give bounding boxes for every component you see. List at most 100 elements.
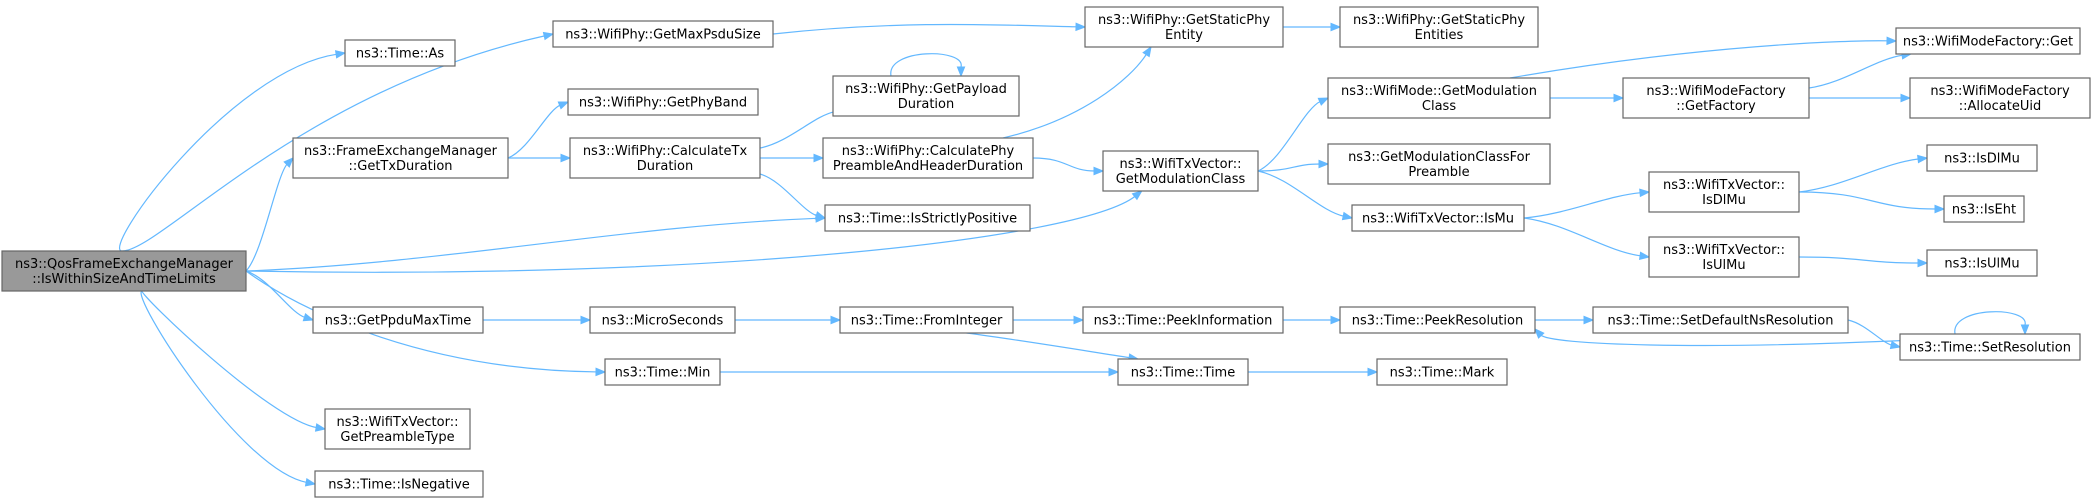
node-label: ns3::WifiPhy::GetPayload xyxy=(845,82,1007,97)
node-ppduMax[interactable]: ns3::GetPpduMaxTime xyxy=(312,306,484,334)
edge-root-to-timeMin-arrowhead xyxy=(595,367,607,377)
node-label: Duration xyxy=(898,97,954,112)
edge-root-to-timeAs xyxy=(119,53,338,252)
edge-getMaxPsdu-to-getStaticPhy xyxy=(772,23,1078,35)
node-calcPreamble[interactable]: ns3::WifiPhy::CalculatePhyPreambleAndHea… xyxy=(822,137,1034,179)
node-label: IsDlMu xyxy=(1702,193,1746,208)
node-isDlMu[interactable]: ns3::IsDlMu xyxy=(1926,144,2038,172)
node-txvIsUlMu[interactable]: ns3::WifiTxVector::IsUlMu xyxy=(1648,236,1800,278)
edge-calcTx-to-getPayload xyxy=(759,110,836,149)
node-box xyxy=(839,306,1014,334)
node-box xyxy=(1909,77,2091,119)
edge-isMu-to-txvIsUlMu xyxy=(1523,217,1642,257)
edge-root-to-fem xyxy=(245,163,288,272)
node-label: ns3::WifiPhy::GetMaxPsduSize xyxy=(565,28,761,43)
node-peekInfo[interactable]: ns3::Time::PeekInformation xyxy=(1082,306,1284,334)
node-setRes[interactable]: ns3::Time::SetResolution xyxy=(1899,333,2081,361)
node-box xyxy=(1351,204,1525,232)
node-label: ns3::Time::PeekResolution xyxy=(1352,314,1523,329)
node-preambleType[interactable]: ns3::WifiTxVector::GetPreambleType xyxy=(324,408,471,450)
node-label: ns3::Time::As xyxy=(356,47,445,62)
node-label: ns3::Time::FromInteger xyxy=(851,314,1003,329)
node-label: ns3::GetPpduMaxTime xyxy=(325,314,472,329)
edge-getPayload-to-getPayload-arrowhead xyxy=(956,66,966,78)
node-isNegative[interactable]: ns3::Time::IsNegative xyxy=(314,470,484,498)
node-box xyxy=(1339,306,1536,334)
node-root[interactable]: ns3::QosFrameExchangeManager::IsWithinSi… xyxy=(1,250,247,292)
node-timeMin[interactable]: ns3::Time::Min xyxy=(604,358,721,386)
node-timeMark[interactable]: ns3::Time::Mark xyxy=(1376,358,1508,386)
edge-calcTx-to-strictPos xyxy=(759,173,818,217)
node-box xyxy=(1895,27,2081,55)
node-box xyxy=(1082,306,1284,334)
node-micro[interactable]: ns3::MicroSeconds xyxy=(589,306,736,334)
edge-txvModClass-to-isMu xyxy=(1257,170,1345,217)
node-modeModClass[interactable]: ns3::WifiMode::GetModulationClass xyxy=(1327,77,1551,119)
node-box xyxy=(1,250,247,292)
edge-getFactory-to-allocUid-arrowhead xyxy=(1900,93,1912,103)
node-fromInt[interactable]: ns3::Time::FromInteger xyxy=(839,306,1014,334)
node-label: ns3::WifiTxVector:: xyxy=(336,415,458,430)
node-isMu[interactable]: ns3::WifiTxVector::IsMu xyxy=(1351,204,1525,232)
edge-root-to-timeAs-arrowhead xyxy=(334,50,347,59)
node-box xyxy=(1084,6,1284,48)
node-label: Entities xyxy=(1415,28,1464,43)
edge-setRes-to-peekRes-arrowhead xyxy=(1534,328,1545,339)
edge-setRes-to-setRes xyxy=(1954,311,2026,335)
node-label: ns3::MicroSeconds xyxy=(602,314,724,329)
node-txvModClass[interactable]: ns3::WifiTxVector::GetModulationClass xyxy=(1102,150,1259,192)
node-box xyxy=(822,137,1034,179)
node-label: GetPreambleType xyxy=(340,430,454,445)
call-nodes: ns3::QosFrameExchangeManager::IsWithinSi… xyxy=(1,6,2091,498)
edge-txvIsDlMu-to-isDlMu-arrowhead xyxy=(1917,154,1929,164)
node-box xyxy=(344,39,456,67)
edge-calcPreamble-to-getStaticPhy-arrowhead xyxy=(1142,45,1152,58)
edge-micro-to-fromInt-arrowhead xyxy=(830,315,842,325)
node-getMaxPsdu[interactable]: ns3::WifiPhy::GetMaxPsduSize xyxy=(552,20,774,48)
edge-root-to-getMaxPsdu-arrowhead xyxy=(542,31,555,41)
node-peekRes[interactable]: ns3::Time::PeekResolution xyxy=(1339,306,1536,334)
node-strictPos[interactable]: ns3::Time::IsStrictlyPositive xyxy=(824,204,1031,232)
node-factoryGet[interactable]: ns3::WifiModeFactory::Get xyxy=(1895,27,2081,55)
node-txvIsDlMu[interactable]: ns3::WifiTxVector::IsDlMu xyxy=(1648,171,1800,213)
node-label: ns3::WifiPhy::GetStaticPhy xyxy=(1098,13,1270,28)
node-box xyxy=(1943,195,2025,223)
node-box xyxy=(824,204,1031,232)
node-box xyxy=(292,137,509,179)
node-isEht[interactable]: ns3::IsEht xyxy=(1943,195,2025,223)
node-label: Preamble xyxy=(1408,165,1469,180)
node-getPhyBand[interactable]: ns3::WifiPhy::GetPhyBand xyxy=(567,88,759,116)
edge-peekInfo-to-peekRes-arrowhead xyxy=(1330,315,1342,325)
node-fem[interactable]: ns3::FrameExchangeManager::GetTxDuration xyxy=(292,137,509,179)
node-box xyxy=(1592,306,1849,334)
edge-txvModClass-to-modeModClass-arrowhead xyxy=(1317,97,1330,106)
edge-calcTx-to-calcPreamble-arrowhead xyxy=(813,153,825,163)
edge-txvIsUlMu-to-isUlMu-arrowhead xyxy=(1917,258,1929,268)
edge-txvIsDlMu-to-isDlMu xyxy=(1798,158,1920,193)
node-timeTime[interactable]: ns3::Time::Time xyxy=(1117,358,1249,386)
edge-root-to-preambleType-arrowhead xyxy=(314,423,327,432)
edge-txvIsDlMu-to-isEht xyxy=(1798,191,1937,210)
node-box xyxy=(1926,144,2038,172)
node-getFactory[interactable]: ns3::WifiModeFactory::GetFactory xyxy=(1622,77,1810,119)
node-timeAs[interactable]: ns3::Time::As xyxy=(344,39,456,67)
edge-setRes-to-peekRes xyxy=(1540,334,1916,347)
node-label: ::GetFactory xyxy=(1676,99,1756,114)
edge-root-to-preambleType xyxy=(141,290,318,429)
node-box xyxy=(324,408,471,450)
node-box xyxy=(567,88,759,116)
node-box xyxy=(1376,358,1508,386)
edge-calcPreamble-to-getStaticPhy xyxy=(1002,53,1148,139)
edge-root-to-ppduMax xyxy=(245,270,306,319)
node-box xyxy=(1926,249,2038,277)
node-setDefRes[interactable]: ns3::Time::SetDefaultNsResolution xyxy=(1592,306,1849,334)
edge-txvModClass-to-getModPreamble-arrowhead xyxy=(1318,159,1330,169)
node-allocUid[interactable]: ns3::WifiModeFactory::AllocateUid xyxy=(1909,77,2091,119)
edge-txvModClass-to-modeModClass xyxy=(1257,100,1321,172)
node-isUlMu[interactable]: ns3::IsUlMu xyxy=(1926,249,2038,277)
